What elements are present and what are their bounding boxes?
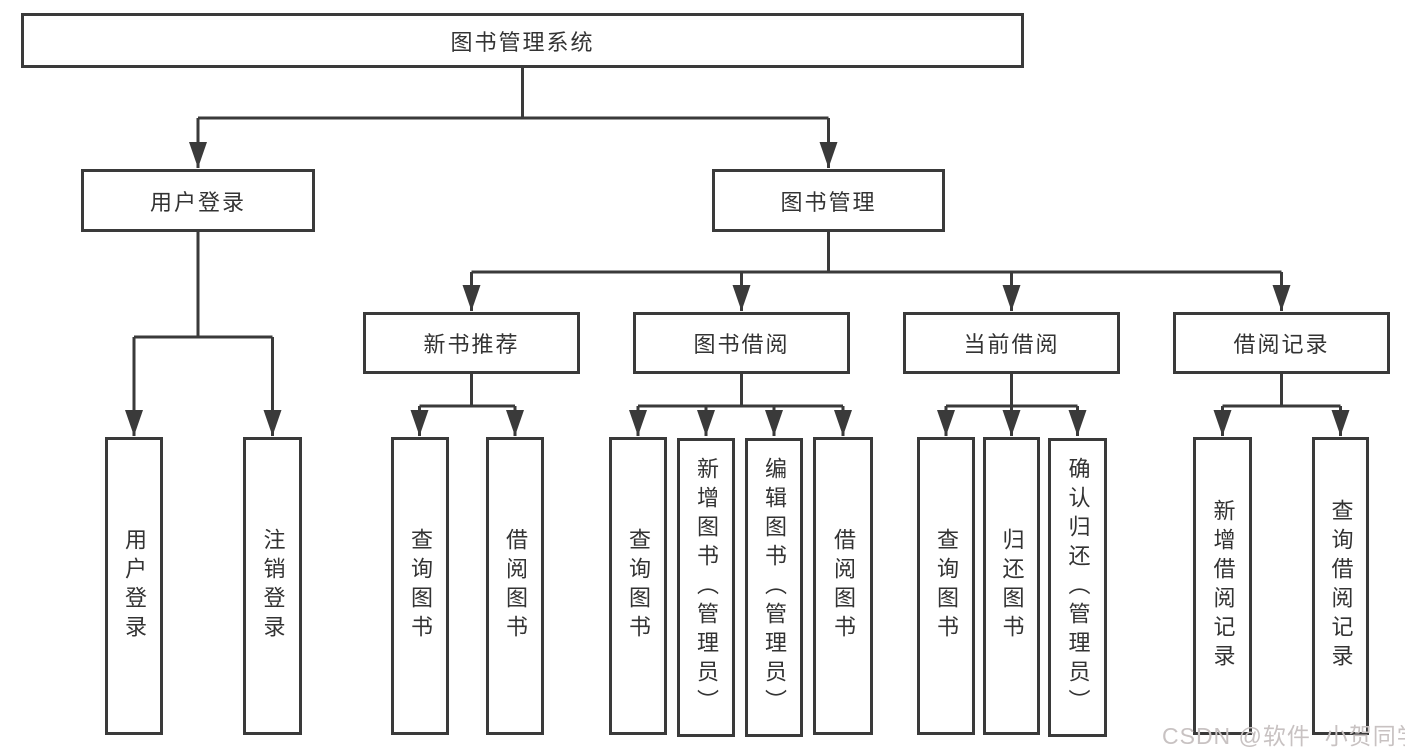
node-book-management: 图书管理 [712, 169, 945, 232]
leaf-query-borrow-record-label: 查询借阅记录 [1328, 499, 1354, 673]
leaf-borrow-book-recommend: 借阅图书 [486, 437, 544, 735]
leaf-query-books-current: 查询图书 [917, 437, 975, 735]
leaf-query-books-recommend-label: 查询图书 [408, 528, 433, 644]
leaf-borrow-book-recommend-label: 借阅图书 [503, 528, 528, 644]
leaf-edit-book-admin: 编辑图书（管理员） [745, 438, 803, 737]
connector-strokes [132, 68, 1342, 436]
node-book-borrow: 图书借阅 [633, 312, 850, 374]
leaf-add-borrow-record-label: 新增借阅记录 [1210, 499, 1236, 673]
leaf-edit-book-admin-label: 编辑图书（管理员） [762, 457, 787, 718]
leaf-confirm-return-admin: 确认归还（管理员） [1048, 438, 1107, 737]
leaf-query-books-borrow: 查询图书 [609, 437, 667, 735]
node-root-label: 图书管理系统 [450, 29, 595, 55]
node-borrow-records-label: 借阅记录 [1233, 332, 1330, 357]
leaf-query-borrow-record: 查询借阅记录 [1312, 437, 1369, 735]
node-user-login-label: 用户登录 [149, 189, 246, 215]
node-book-management-label: 图书管理 [780, 189, 877, 215]
node-current-borrow: 当前借阅 [903, 312, 1120, 374]
leaf-query-books-recommend: 查询图书 [391, 437, 449, 735]
leaf-user-login: 用户登录 [105, 437, 163, 735]
leaf-add-book-admin: 新增图书（管理员） [677, 438, 735, 737]
node-current-borrow-label: 当前借阅 [963, 332, 1060, 357]
leaf-borrow-book-label: 借阅图书 [831, 528, 856, 644]
node-user-login: 用户登录 [81, 169, 315, 232]
leaf-user-login-label: 用户登录 [122, 528, 147, 644]
node-borrow-records: 借阅记录 [1173, 312, 1390, 374]
leaf-confirm-return-admin-label: 确认归还（管理员） [1065, 457, 1091, 718]
leaf-add-borrow-record: 新增借阅记录 [1193, 437, 1252, 735]
leaf-borrow-book: 借阅图书 [813, 437, 873, 735]
leaf-add-book-admin-label: 新增图书（管理员） [694, 457, 719, 718]
node-root: 图书管理系统 [21, 13, 1024, 68]
leaf-query-books-borrow-label: 查询图书 [626, 528, 651, 644]
leaf-query-books-current-label: 查询图书 [934, 528, 959, 644]
node-book-borrow-label: 图书借阅 [693, 332, 790, 357]
csdn-watermark: CSDN @软件_小贺同学 [1162, 723, 1405, 747]
leaf-return-book: 归还图书 [983, 437, 1040, 735]
leaf-logout-label: 注销登录 [260, 528, 286, 644]
node-new-book-recommend: 新书推荐 [363, 312, 580, 374]
node-new-book-recommend-label: 新书推荐 [423, 332, 520, 357]
leaf-logout: 注销登录 [243, 437, 302, 735]
leaf-return-book-label: 归还图书 [999, 528, 1025, 644]
